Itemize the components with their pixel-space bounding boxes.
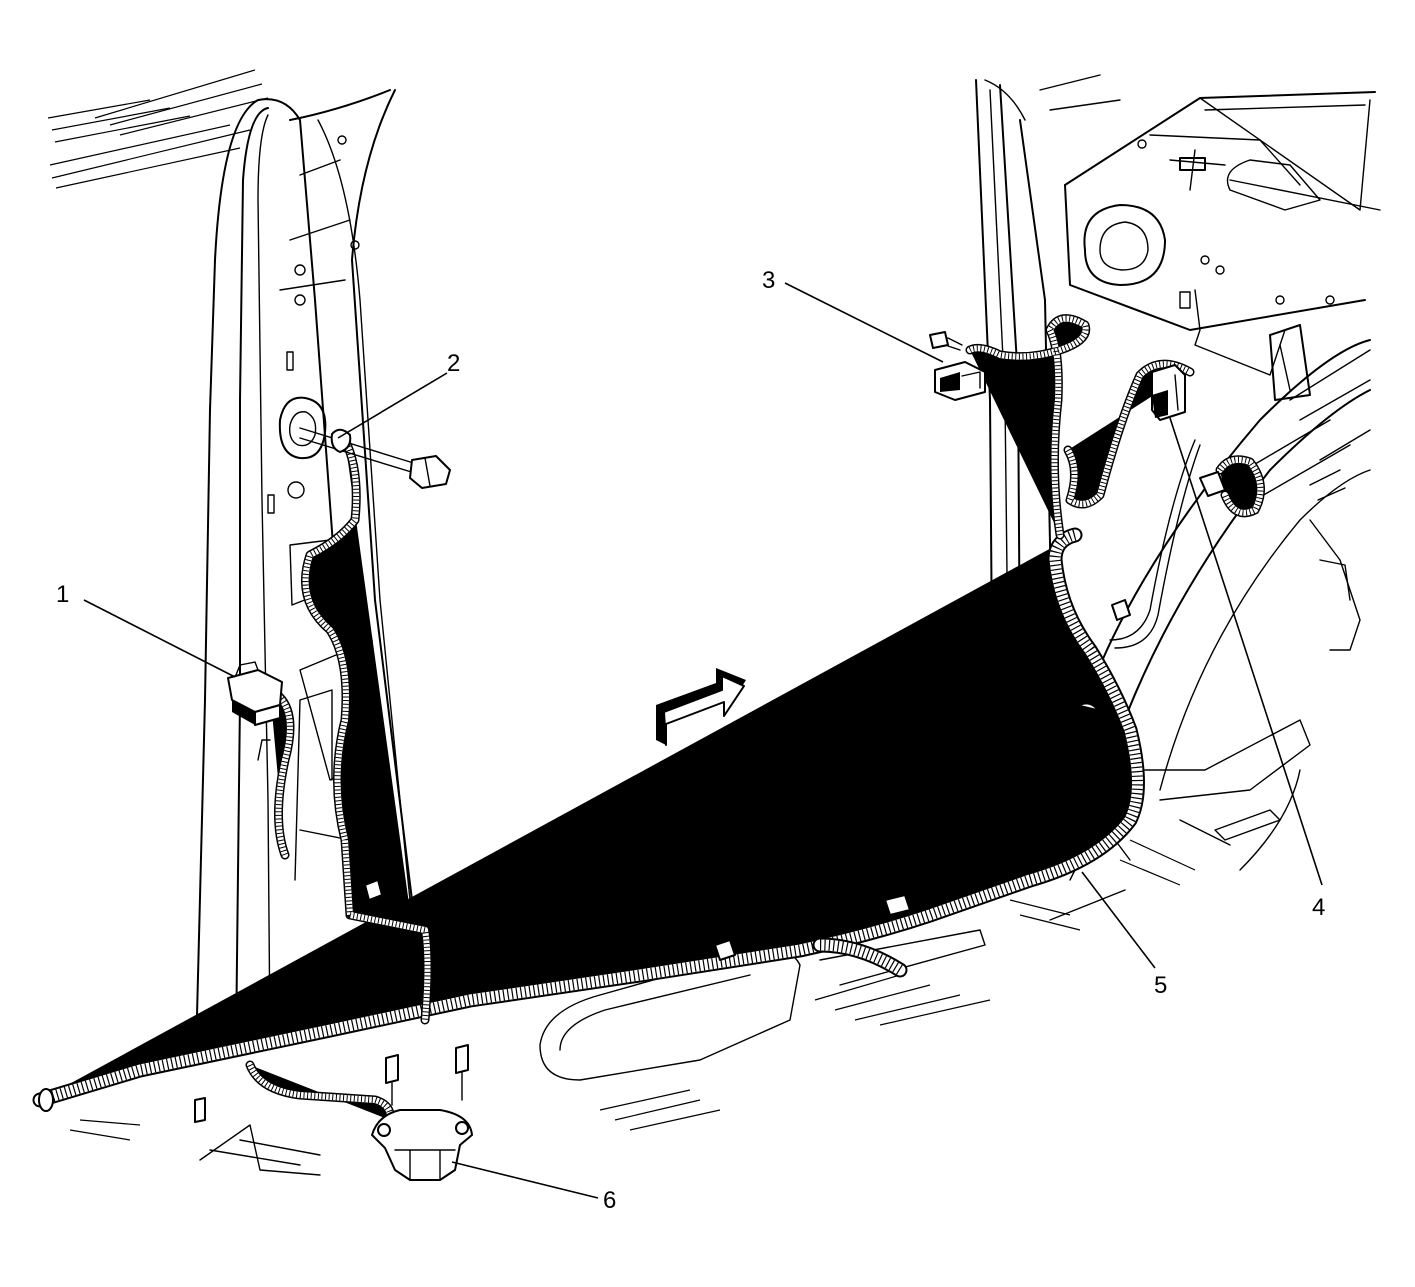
- connector-3: [929, 331, 986, 401]
- callout-labels: 1 2 3 4 5 6: [56, 267, 1325, 1214]
- connector-4: [1151, 364, 1186, 421]
- connector-6: [194, 1044, 473, 1181]
- branch-wires: [250, 319, 1260, 1120]
- connector-1: [227, 661, 283, 726]
- forward-arrow-icon: [656, 668, 746, 746]
- callout-2: 2: [447, 350, 460, 377]
- callout-6: 6: [603, 1187, 616, 1214]
- callout-5: 5: [1154, 972, 1167, 999]
- kick-panel-structure: [1049, 91, 1381, 921]
- fastener-clips: [364, 702, 1111, 961]
- connector-lower-right: [1111, 471, 1226, 621]
- bolt-2: [299, 427, 451, 489]
- callout-1: 1: [56, 581, 69, 608]
- callout-4: 4: [1312, 894, 1325, 921]
- callout-3: 3: [762, 267, 775, 294]
- roof-rail-hatching: [47, 69, 269, 189]
- main-wiring-harness: [39, 535, 1138, 1112]
- callout-leaders: [83, 282, 1323, 1199]
